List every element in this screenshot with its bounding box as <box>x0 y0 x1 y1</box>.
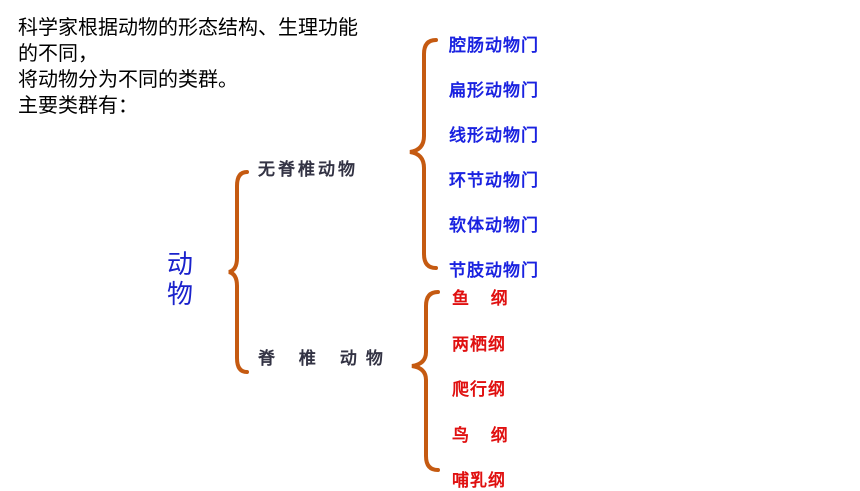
invertebrate-item: 扁形动物门 <box>449 81 539 101</box>
group-label-invertebrates: 无脊椎动物 <box>258 160 358 180</box>
intro-line-1: 科学家根据动物的形态结构、生理功能 <box>18 15 358 39</box>
invertebrate-item: 腔肠动物门 <box>449 36 539 56</box>
intro-line-2: 的不同， <box>18 41 98 65</box>
root-label-animals: 动 物 <box>165 250 195 310</box>
invertebrate-item: 节肢动物门 <box>449 261 539 281</box>
vertebrate-item: 哺乳纲 <box>452 471 506 491</box>
root-char-1: 动 <box>166 250 193 280</box>
intro-line-3: 将动物分为不同的类群。 <box>18 67 238 91</box>
invertebrate-item: 软体动物门 <box>449 216 539 236</box>
vertebrate-item: 爬行纲 <box>452 380 506 400</box>
invertebrate-item: 环节动物门 <box>449 171 539 191</box>
vertebrate-item: 两栖纲 <box>452 335 506 355</box>
invertebrate-item: 线形动物门 <box>449 126 539 146</box>
root-brace <box>228 170 249 374</box>
vertebrate-item: 鱼 纲 <box>452 289 509 309</box>
vertebrate-brace <box>411 290 440 472</box>
vertebrate-item: 鸟 纲 <box>452 426 509 446</box>
root-char-2: 物 <box>166 280 193 310</box>
group-label-vertebrates: 脊 椎 动物 <box>258 349 392 369</box>
intro-line-4: 主要类群有： <box>18 93 138 117</box>
invertebrate-brace <box>409 38 438 270</box>
intro-text: 科学家根据动物的形态结构、生理功能 的不同， 将动物分为不同的类群。 主要类群有… <box>18 14 428 118</box>
